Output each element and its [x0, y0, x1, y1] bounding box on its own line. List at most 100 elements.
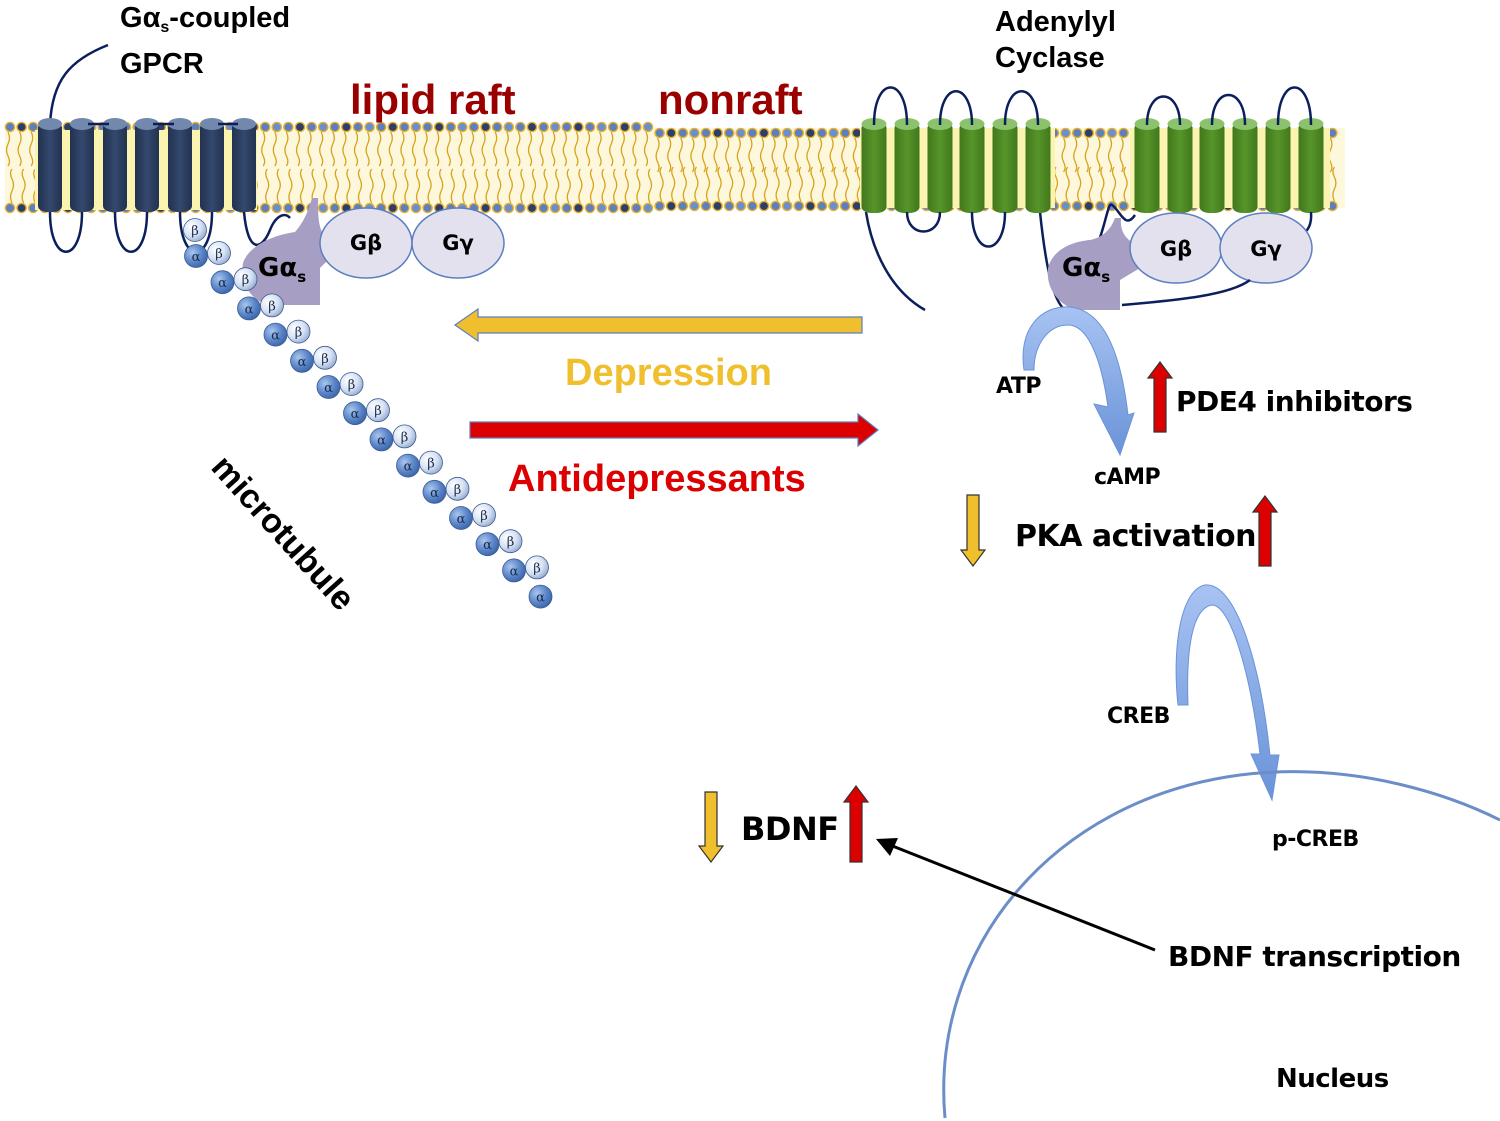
lipid-head	[283, 121, 294, 133]
pka-down-arrow	[959, 494, 987, 567]
lipid-head	[491, 121, 503, 133]
lipid-head	[747, 127, 758, 139]
lipid-head	[770, 200, 781, 212]
beta-tubulin: β	[472, 503, 496, 527]
ac-helix	[1265, 118, 1291, 213]
lipid-head	[631, 202, 642, 214]
lipid-tail	[632, 131, 637, 167]
lipid-tail	[508, 168, 513, 204]
tubulin-glyph: β	[374, 404, 382, 419]
helix-body	[1298, 122, 1324, 213]
tubulin-glyph: β	[480, 509, 488, 524]
tubulin-sphere	[260, 293, 284, 318]
bdnf-transcription-label: BDNF transcription	[1168, 940, 1461, 973]
lipid-tail	[620, 131, 625, 167]
lipid-head	[642, 202, 654, 214]
helix-body	[70, 122, 94, 212]
lipid-tail	[833, 166, 838, 202]
lipid-tail	[469, 131, 475, 167]
ac-extracellular-loop	[872, 86, 909, 126]
tubulin-glyph: α	[351, 407, 360, 422]
g-gamma-right	[1219, 212, 1313, 284]
tubulin-sphere	[472, 503, 496, 527]
lipid-head	[700, 200, 712, 212]
ac-linker-loop	[1093, 203, 1137, 251]
lipid-tail	[493, 131, 498, 167]
lipid-head	[294, 121, 306, 133]
lipid-tail	[794, 137, 799, 173]
pka-up-arrow	[1251, 495, 1279, 567]
lipid-tail	[841, 137, 846, 173]
g-gamma-left-label: Gγ	[442, 231, 474, 255]
lipid-tail	[682, 166, 687, 202]
lipid-head	[1083, 127, 1095, 139]
lipid-head	[654, 200, 665, 212]
lipid-head	[480, 202, 491, 214]
ac-intracellular-loop	[905, 211, 942, 233]
lipid-head	[747, 200, 758, 212]
lipid-head	[723, 200, 735, 212]
beta-tubulin: β	[260, 293, 284, 318]
nucleus-label: Nucleus	[1276, 1064, 1389, 1094]
ac-helix	[1232, 118, 1258, 213]
lipid-tail	[601, 168, 606, 204]
lipid-tail	[736, 137, 741, 173]
lipid-head	[329, 121, 341, 133]
beta-tubulin: β	[207, 241, 231, 265]
lipid-head	[317, 121, 329, 133]
lipid-tail	[748, 137, 753, 173]
lipid-tail	[655, 137, 660, 173]
lipid-tail	[852, 137, 857, 173]
lipid-head	[317, 202, 329, 214]
lipid-tail	[613, 168, 618, 204]
lipid-head	[410, 202, 422, 214]
lipid-head	[689, 200, 700, 212]
lipid-head	[4, 202, 16, 214]
lipid-head	[561, 121, 573, 133]
lipid-tail	[531, 168, 537, 204]
alpha-tubulin: α	[184, 244, 208, 268]
lipid-head	[283, 202, 294, 214]
ac-helix	[959, 118, 985, 213]
antidepressants-label: Antidepressants	[508, 458, 806, 500]
lipid-head	[607, 121, 619, 133]
lipid-tail	[516, 131, 521, 167]
helix-body	[1199, 122, 1225, 213]
lipid-head	[375, 121, 387, 133]
lipid-head	[515, 202, 526, 214]
lipid-tail	[458, 131, 463, 167]
beta-tubulin: β	[286, 319, 311, 344]
ac-helix	[894, 118, 920, 213]
creb-label: CREB	[1107, 704, 1170, 729]
helix-body	[927, 122, 953, 213]
tubulin-sphere	[339, 372, 364, 396]
lipid-tail	[729, 166, 734, 202]
gpcr-intracellular-loop	[113, 211, 149, 253]
lipid-head	[422, 121, 433, 133]
lipid-tail	[585, 131, 591, 167]
ac-helix	[1199, 118, 1225, 213]
beta-tubulin: β	[339, 372, 364, 396]
lipid-tail	[717, 166, 722, 202]
lipid-head	[758, 127, 770, 139]
lipid-head	[712, 200, 723, 212]
lipid-tail	[497, 168, 502, 204]
lipid-tail	[1096, 137, 1101, 173]
lipid-tail	[288, 168, 293, 204]
lipid-tail	[377, 131, 382, 167]
lipid-tail	[520, 168, 525, 204]
lipid-tail	[295, 131, 301, 167]
lipid-tail	[817, 137, 823, 173]
alpha-tubulin: α	[502, 558, 526, 583]
bdnf-label: BDNF	[741, 810, 839, 848]
atp-label: ATP	[996, 374, 1041, 399]
lipid-head	[573, 121, 584, 133]
g-alpha-s-left	[242, 198, 342, 305]
lipid-tail	[643, 131, 649, 167]
lipid-tail	[1107, 137, 1113, 173]
lipid-tail	[1332, 166, 1337, 202]
tubulin-glyph: α	[404, 460, 413, 475]
lipid-head	[457, 121, 468, 133]
lipid-head	[503, 202, 515, 214]
lipid-tail	[713, 137, 718, 173]
